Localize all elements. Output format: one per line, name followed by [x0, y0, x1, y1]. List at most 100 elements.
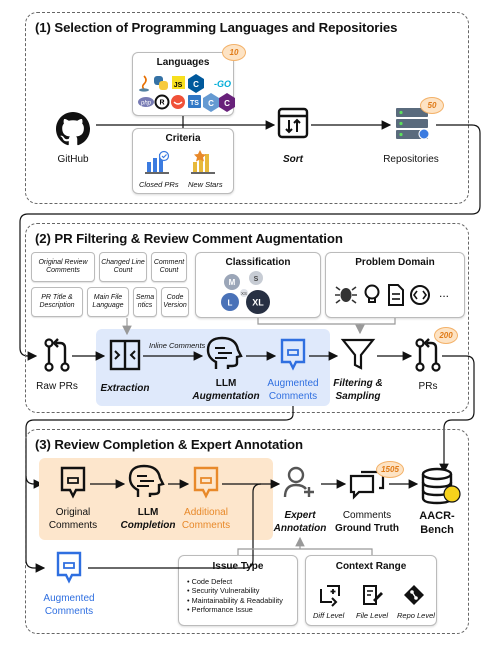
issue-type-card: Issue Type • Code Defect • Security Vuln… [178, 555, 298, 626]
augmented-bottom-label: Augmented [43, 593, 95, 604]
section-2-title: (2) PR Filtering & Review Comment Augmen… [35, 231, 343, 246]
go-icon: -GO [214, 79, 231, 89]
bench-label-2: Bench [420, 524, 454, 536]
augmented-comments-label: Comments [268, 391, 318, 402]
field-pr-title-description: PR Title & Description [31, 287, 83, 317]
svg-text:-GO: -GO [214, 79, 231, 89]
rust-icon: R [154, 94, 170, 110]
github-label: GitHub [57, 154, 89, 165]
document-icon [388, 284, 404, 306]
extraction-label: Extraction [100, 383, 150, 394]
issue-list: • Code Defect • Security Vulnerability •… [187, 577, 283, 615]
llm-label: LLM [215, 378, 237, 389]
prs-count-badge: 200 [434, 327, 458, 344]
svg-text:C: C [208, 99, 214, 108]
svg-text:S: S [254, 276, 259, 283]
lightbulb-icon [364, 284, 380, 303]
section-3-title: (3) Review Completion & Expert Annotatio… [35, 437, 303, 452]
languages-count-badge: 10 [222, 44, 246, 61]
problem-domain-icons [335, 284, 430, 306]
original-label: Original [55, 507, 91, 518]
augmented-comment-icon [280, 338, 306, 371]
file-level-icon [363, 585, 383, 605]
git-repo-level-icon [404, 585, 424, 605]
c-icon: C [203, 93, 219, 112]
criteria-title: Criteria [165, 133, 201, 144]
issue-item-security: • Security Vulnerability [187, 586, 260, 596]
svg-text:XS: XS [241, 291, 247, 296]
csharp-icon: C [219, 93, 235, 112]
language-logos: JS C -GO php R TS C C [138, 74, 235, 112]
context-repo-level: Repo Level [397, 611, 435, 620]
size-classification-icon: M S XS L XL [221, 271, 270, 314]
context-range-title: Context Range [335, 561, 407, 572]
problem-domain-title: Problem Domain [355, 257, 435, 268]
python-icon [154, 76, 168, 90]
field-comment-count: Comment Count [151, 252, 187, 282]
svg-text:C: C [224, 99, 230, 108]
repositories-label: Repositories [383, 154, 439, 165]
section-review-completion [25, 429, 469, 634]
augmented-comment-icon-bottom [56, 551, 82, 584]
ground-comments-label: Comments [342, 510, 392, 521]
raw-prs-label: Raw PRs [36, 381, 78, 392]
ground-truth-count-badge: 1505 [376, 461, 404, 478]
additional-comments-label: Comments [181, 520, 231, 531]
additional-label: Additional [184, 507, 228, 518]
inline-comments-label: Inline Comments [149, 341, 206, 350]
svg-text:XL: XL [252, 298, 264, 308]
new-stars-chart-icon [191, 150, 215, 174]
ground-truth-label: Ground Truth [335, 523, 399, 534]
field-semantics: Sema ntics [133, 287, 157, 317]
repositories-count-badge: 50 [420, 97, 444, 114]
annotation-label: Annotation [273, 523, 327, 534]
database-icon [421, 467, 461, 505]
svg-text:R: R [159, 100, 164, 107]
criteria-new-stars: New Stars [188, 180, 223, 189]
bench-label-1: AACR- [419, 510, 455, 522]
classification-title: Classification [225, 257, 291, 268]
prs-label: PRs [418, 381, 438, 392]
pull-request-icon [44, 338, 70, 372]
code-icon [410, 285, 430, 305]
field-original-review-comments: Original Review Comments [31, 252, 95, 282]
context-diff-level: Diff Level [313, 611, 345, 620]
languages-title: Languages [156, 57, 210, 68]
llm-completion-label: LLM [137, 507, 159, 518]
sampling-label: Sampling [335, 391, 381, 402]
svg-text:TS: TS [190, 100, 199, 107]
original-comment-icon [60, 466, 86, 499]
criteria-closed-prs: Closed PRs [139, 180, 179, 189]
section-1-title: (1) Selection of Programming Languages a… [35, 20, 398, 35]
javascript-icon: JS [172, 76, 185, 89]
issue-item-maintainability: • Maintainability & Readability [187, 595, 283, 605]
llm-completion-icon [128, 464, 165, 497]
sort-icon [277, 107, 309, 139]
classification-card: Classification [195, 252, 321, 318]
extraction-icon [109, 339, 141, 371]
sort-label: Sort [283, 154, 303, 165]
context-file-level: File Level [356, 611, 389, 620]
issue-item-code-defect: • Code Defect [187, 577, 233, 586]
ground-truth-comments-icon [349, 470, 385, 500]
filter-icon [340, 338, 376, 370]
php-icon: php [138, 97, 154, 107]
svg-text:M: M [229, 278, 236, 287]
augmented-bottom-comments-label: Comments [44, 606, 94, 617]
closed-prs-chart-icon [145, 150, 170, 174]
svg-text:php: php [140, 101, 152, 107]
svg-text:C: C [193, 80, 199, 89]
field-code-version: Code Version [161, 287, 189, 317]
filtering-label: Filtering & [333, 378, 383, 389]
swift-icon [171, 95, 185, 109]
pull-request-icon-filtered [415, 338, 441, 372]
expert-label: Expert [284, 510, 316, 521]
cpp-icon: C [188, 74, 204, 93]
issue-item-performance: • Performance Issue [187, 605, 253, 615]
diff-level-icon [320, 585, 340, 607]
bug-icon [335, 286, 357, 304]
issue-type-title: Issue Type [212, 561, 264, 572]
augmentation-label: Augmentation [192, 391, 260, 402]
java-icon [139, 75, 149, 92]
svg-text:L: L [228, 299, 233, 308]
